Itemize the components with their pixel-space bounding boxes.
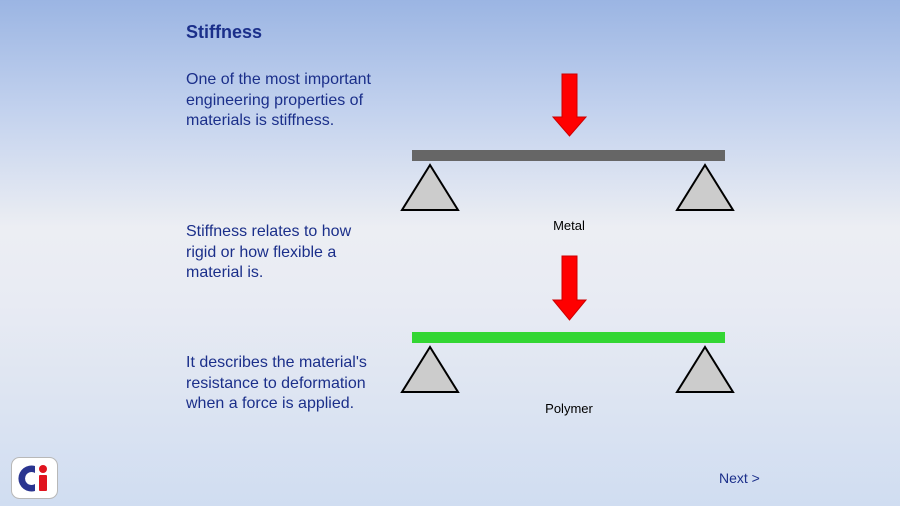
page-title: Stiffness <box>186 22 263 42</box>
left-support-triangle-polymer <box>400 345 460 393</box>
force-arrow-metal <box>551 73 588 137</box>
paragraph-stiffness-intro: One of the most important engineering pr… <box>186 71 371 129</box>
paragraph-stiffness-resistance: It describes the material's resistance t… <box>186 354 367 412</box>
right-support-triangle-polymer <box>675 345 735 393</box>
metal-beam-setup <box>400 73 735 211</box>
beam-label-polymer: Polymer <box>545 401 593 416</box>
left-support-triangle-metal <box>400 163 460 211</box>
beam-label-metal: Metal <box>553 218 585 233</box>
right-support-triangle-metal <box>675 163 735 211</box>
stiffness-diagram <box>400 73 735 393</box>
polymer-beam-setup <box>400 255 735 393</box>
force-arrow-polymer <box>551 255 588 321</box>
paragraph-stiffness-definition: Stiffness relates to how rigid or how fl… <box>186 223 352 281</box>
metal-beam <box>412 150 725 161</box>
polymer-beam <box>412 332 725 343</box>
ci-logo-icon <box>11 457 58 499</box>
next-button[interactable]: Next > <box>719 470 760 486</box>
